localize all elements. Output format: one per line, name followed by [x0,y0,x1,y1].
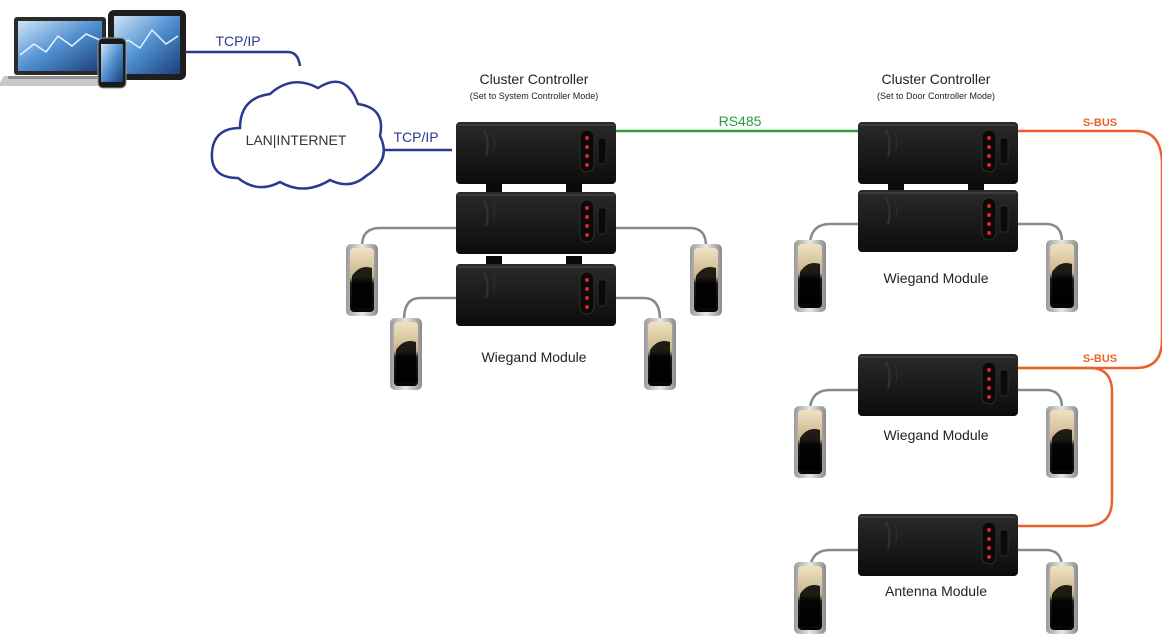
system-cluster-controller-module [455,121,617,185]
laptop-icon [0,17,126,86]
sbus-link-2 [1016,366,1114,528]
cloud-icon [210,80,385,190]
card-reader-icon [1046,406,1078,478]
door-cluster-title: Cluster Controller [882,71,991,87]
reader-cables [360,222,1064,569]
rs485-label: RS485 [719,113,762,129]
tcpip-link-top [185,50,302,67]
card-reader-icon [346,244,378,316]
card-reader-icon [794,406,826,478]
door-cluster-subtitle: (Set to Door Controller Mode) [877,91,995,101]
card-reader-icon [390,318,422,390]
card-reader-icon [794,562,826,634]
card-reader-icon [1046,562,1078,634]
card-reader-icon [644,318,676,390]
sbus-label-2: S-BUS [1083,353,1117,365]
wiegand-module-3 [857,353,1019,417]
card-reader-icon [690,244,722,316]
module-3-label: Wiegand Module [883,427,988,443]
system-cluster-wiegand-module-1 [455,191,617,255]
tcpip-label-mid: TCP/IP [393,129,438,145]
door-cluster-controller-module [857,121,1019,185]
card-reader-icon [794,240,826,312]
tcpip-label-top: TCP/IP [215,33,260,49]
phone-icon [97,37,127,89]
antenna-module [857,513,1019,577]
system-cluster-subtitle: (Set to System Controller Mode) [470,91,599,101]
door-cluster-module-label: Wiegand Module [883,270,988,286]
sbus-link-1 [1016,129,1162,370]
system-cluster-wiegand-module-2 [455,263,617,327]
system-cluster-title: Cluster Controller [480,71,589,87]
module-4-label: Antenna Module [885,583,987,599]
sbus-label-1: S-BUS [1083,117,1117,129]
cloud-label: LAN|INTERNET [246,132,347,148]
system-cluster-module-label: Wiegand Module [481,349,586,365]
door-cluster-wiegand-module [857,189,1019,253]
devices [0,10,186,89]
card-reader-icon [1046,240,1078,312]
